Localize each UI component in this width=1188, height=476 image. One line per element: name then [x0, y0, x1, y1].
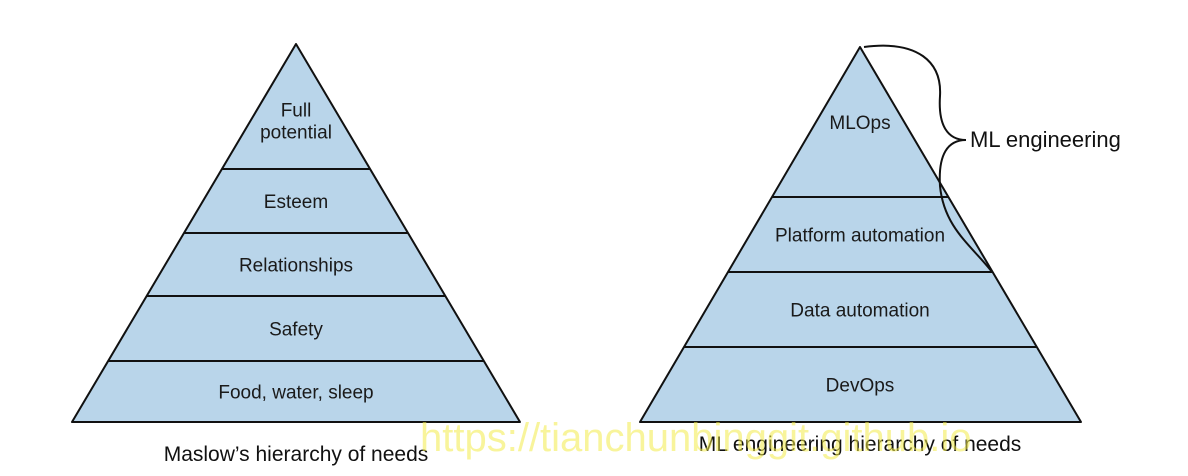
maslow-caption: Maslow’s hierarchy of needs: [164, 443, 429, 466]
ml-level-2-line-1: Platform automation: [775, 226, 945, 247]
ml-level-4-label: DevOps: [826, 376, 895, 397]
maslow-level-3-label: Relationships: [239, 256, 353, 277]
maslow-level-4-label: Safety: [269, 320, 323, 341]
ml-level-4-line-1: DevOps: [826, 376, 895, 397]
maslow-level-2-label: Esteem: [264, 192, 328, 213]
maslow-level-5-line-1: Food, water, sleep: [218, 383, 373, 404]
maslow-level-1-line-1: Full: [281, 101, 312, 122]
ml-level-1-line-1: MLOps: [829, 113, 890, 134]
maslow-level-2-line-1: Esteem: [264, 192, 328, 213]
ml-engineering-label: ML engineering: [970, 127, 1121, 152]
ml-engineering-caption: ML engineering hierarchy of needs: [699, 433, 1022, 456]
maslow-level-5-label: Food, water, sleep: [218, 383, 373, 404]
maslow-level-4-line-1: Safety: [269, 320, 323, 341]
ml-level-3-line-1: Data automation: [790, 301, 929, 322]
maslow-level-3-line-1: Relationships: [239, 256, 353, 277]
ml-triangle: [639, 46, 1082, 423]
ml-level-3-label: Data automation: [790, 301, 929, 322]
ml-level-1-label: MLOps: [829, 113, 890, 134]
maslow-level-1-line-2: potential: [260, 123, 332, 144]
ml-level-2-label: Platform automation: [775, 226, 945, 247]
ml-engineering-brace: [863, 44, 993, 273]
